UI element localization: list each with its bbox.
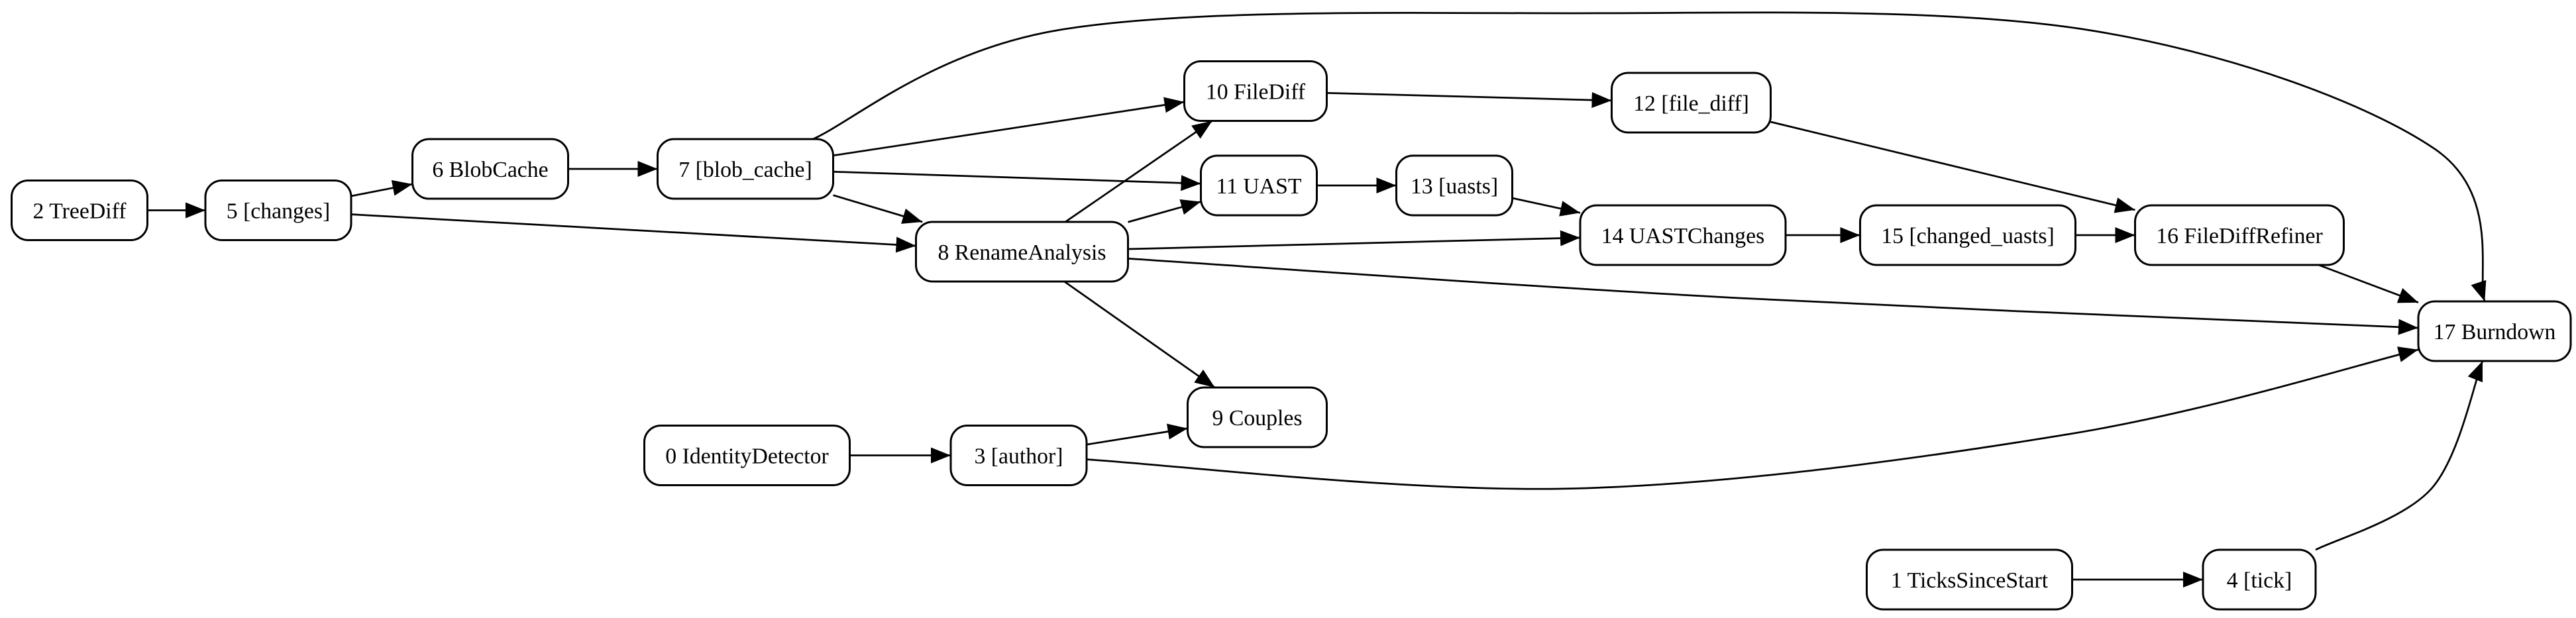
node-16-filediffrefiner: 16 FileDiffRefiner — [2134, 204, 2345, 266]
node-2-treediff-label: 2 TreeDiff — [33, 199, 127, 224]
edge-layer — [147, 11, 2487, 588]
edge-8-10 — [1065, 120, 1213, 223]
node-15-changed-uasts-label: 15 [changed_uasts] — [1881, 224, 2054, 248]
edge-8-11 — [1128, 199, 1201, 223]
edge-8-17 — [1128, 257, 2419, 335]
edge-4-17 — [2315, 360, 2484, 551]
edge-7-10 — [833, 97, 1185, 157]
node-17-burndown: 17 Burndown — [2417, 300, 2572, 362]
node-0-identitydetector: 0 IdentityDetector — [643, 424, 851, 486]
node-12-file-diff-label: 12 [file_diff] — [1633, 91, 1749, 116]
node-13-uasts-box — [1395, 154, 1514, 217]
node-3-author-label: 3 [author] — [974, 444, 1063, 469]
node-17-burndown-label: 17 Burndown — [2434, 320, 2556, 344]
node-16-filediffrefiner-label: 16 FileDiffRefiner — [2156, 224, 2323, 248]
node-7-blob-cache-label: 7 [blob_cache] — [678, 158, 812, 182]
node-10-filediff-box — [1183, 60, 1328, 122]
node-11-uast-box — [1200, 154, 1318, 217]
node-16-filediffrefiner-box — [2134, 204, 2345, 266]
node-1-tickssincestart: 1 TicksSinceStart — [1866, 548, 2074, 611]
node-5-changes-box — [204, 179, 352, 241]
edge-13-14 — [1512, 197, 1581, 217]
node-8-renameanalysis-box — [915, 221, 1130, 283]
node-9-couples-box — [1187, 386, 1328, 448]
node-8-renameanalysis: 8 RenameAnalysis — [915, 221, 1130, 283]
node-layer: 0 IdentityDetector 1 TicksSinceStart 2 Tre… — [11, 60, 2572, 611]
node-10-filediff: 10 FileDiff — [1183, 60, 1328, 122]
node-10-filediff-label: 10 FileDiff — [1206, 80, 1306, 105]
node-4-tick-label: 4 [tick] — [2227, 568, 2292, 593]
node-4-tick-box — [2202, 548, 2317, 611]
node-11-uast-label: 11 UAST — [1216, 174, 1301, 199]
node-6-blobcache-label: 6 BlobCache — [432, 158, 548, 182]
node-12-file-diff: 12 [file_diff] — [1611, 72, 1772, 134]
node-5-changes: 5 [changes] — [204, 179, 352, 241]
node-17-burndown-box — [2417, 300, 2572, 362]
edge-5-6 — [350, 180, 413, 197]
edge-7-17 — [812, 11, 2487, 302]
edge-5-8 — [350, 213, 916, 253]
node-13-uasts-label: 13 [uasts] — [1411, 174, 1498, 199]
node-13-uasts: 13 [uasts] — [1395, 154, 1514, 217]
node-14-uastchanges-label: 14 UASTChanges — [1601, 224, 1765, 248]
node-9-couples: 9 Couples — [1187, 386, 1328, 448]
node-4-tick: 4 [tick] — [2202, 548, 2317, 611]
node-1-tickssincestart-box — [1866, 548, 2074, 611]
edge-16-17 — [2318, 264, 2419, 303]
edge-8-9 — [1063, 280, 1216, 389]
node-7-blob-cache: 7 [blob_cache] — [657, 138, 835, 200]
node-12-file-diff-box — [1611, 72, 1772, 134]
node-6-blobcache: 6 BlobCache — [411, 138, 570, 200]
node-7-blob-cache-box — [657, 138, 835, 200]
node-15-changed-uasts: 15 [changed_uasts] — [1859, 204, 2077, 266]
edge-3-17 — [1086, 346, 2419, 490]
node-1-tickssincestart-label: 1 TicksSinceStart — [1891, 568, 2049, 593]
node-3-author-box — [949, 424, 1088, 486]
node-9-couples-label: 9 Couples — [1212, 406, 1303, 431]
node-2-treediff-box — [11, 179, 149, 241]
node-3-author: 3 [author] — [949, 424, 1088, 486]
node-6-blobcache-box — [411, 138, 570, 200]
edge-8-14 — [1128, 230, 1581, 250]
node-14-uastchanges-box — [1579, 204, 1787, 266]
edge-10-12 — [1326, 91, 1612, 109]
node-0-identitydetector-label: 0 IdentityDetector — [665, 444, 828, 469]
node-0-identitydetector-box — [643, 424, 851, 486]
edge-7-8 — [833, 194, 923, 224]
node-8-renameanalysis-label: 8 RenameAnalysis — [938, 240, 1106, 265]
node-5-changes-label: 5 [changes] — [227, 199, 331, 224]
edge-3-9 — [1086, 423, 1188, 446]
node-11-uast: 11 UAST — [1200, 154, 1318, 217]
node-14-uastchanges: 14 UASTChanges — [1579, 204, 1787, 266]
node-2-treediff: 2 TreeDiff — [11, 179, 149, 241]
node-15-changed-uasts-box — [1859, 204, 2077, 266]
edge-12-16 — [1770, 121, 2135, 213]
edge-7-11 — [833, 170, 1201, 191]
